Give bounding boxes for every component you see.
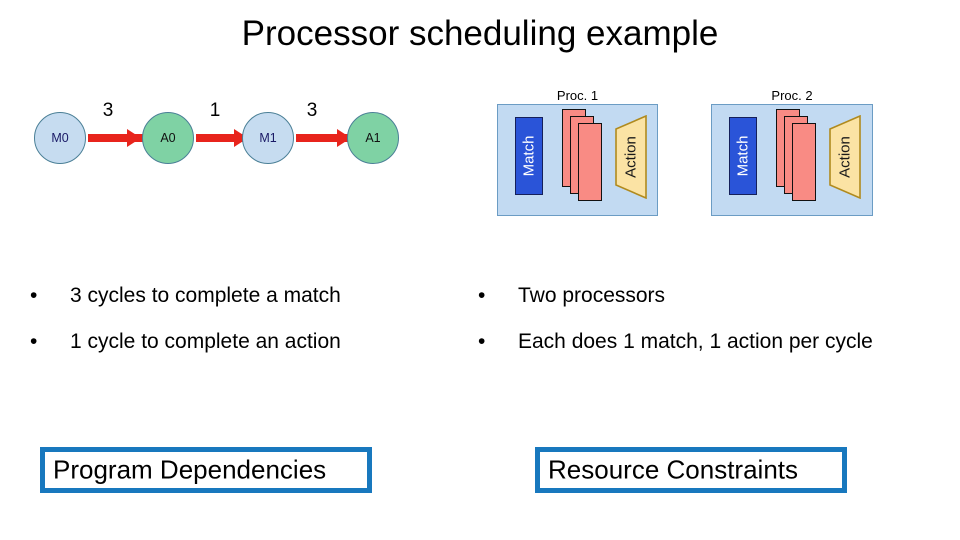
graph-edge-m1-a1 xyxy=(296,134,352,142)
processor-1-box[interactable]: Match Action xyxy=(497,104,658,216)
list-item: • 1 cycle to complete an action xyxy=(30,331,470,352)
document-icon xyxy=(578,123,602,201)
graph-node-label: M0 xyxy=(51,131,69,145)
processor-1-action-block[interactable]: Action xyxy=(615,115,647,199)
document-icon xyxy=(792,123,816,201)
processor-2-box[interactable]: Match Action xyxy=(711,104,873,216)
list-item-label: 3 cycles to complete a match xyxy=(70,284,341,307)
page-title: Processor scheduling example xyxy=(241,14,719,53)
graph-edge-label-m1-a1: 3 xyxy=(306,100,318,121)
graph-node-m0[interactable]: M0 xyxy=(34,112,86,164)
graph-node-a0[interactable]: A0 xyxy=(142,112,194,164)
left-bullet-list: • 3 cycles to complete a match • 1 cycle… xyxy=(30,285,470,352)
processor-1-action-label: Action xyxy=(622,136,640,178)
processor-1-caption: Proc. 1 xyxy=(556,88,599,103)
processor-1-match-block[interactable]: Match xyxy=(515,117,543,195)
graph-node-label: A1 xyxy=(365,131,381,145)
callout-label: Program Dependencies xyxy=(53,454,327,485)
processor-1-match-label: Match xyxy=(520,135,538,177)
graph-edge-label-a0-m1: 1 xyxy=(209,100,221,121)
callout-program-dependencies[interactable]: Program Dependencies xyxy=(40,447,372,493)
list-item: • Two processors xyxy=(478,285,960,306)
processor-2-match-label: Match xyxy=(734,135,752,177)
graph-node-label: A0 xyxy=(160,131,176,145)
right-bullet-list: • Two processors • Each does 1 match, 1 … xyxy=(478,285,960,352)
bullet-marker: • xyxy=(478,330,486,353)
graph-node-m1[interactable]: M1 xyxy=(242,112,294,164)
list-item-label: Two processors xyxy=(518,284,666,307)
list-item: • Each does 1 match, 1 action per cycle xyxy=(478,331,960,352)
list-item-label: Each does 1 match, 1 action per cycle xyxy=(518,330,873,353)
bullet-marker: • xyxy=(30,284,38,307)
bullet-marker: • xyxy=(30,330,38,353)
graph-edge-m0-a0 xyxy=(88,134,144,142)
graph-edge-a0-m1 xyxy=(196,134,252,142)
bullet-marker: • xyxy=(478,284,486,307)
list-item-label: 1 cycle to complete an action xyxy=(70,330,341,353)
processor-2-action-label: Action xyxy=(836,136,854,178)
trapezoid-icon xyxy=(829,115,861,199)
graph-node-label: M1 xyxy=(259,131,277,145)
graph-edge-arrowhead-m0-a0 xyxy=(127,129,141,147)
processor-2-match-block[interactable]: Match xyxy=(729,117,757,195)
graph-edge-label-m0-a0: 3 xyxy=(102,100,114,121)
callout-resource-constraints[interactable]: Resource Constraints xyxy=(535,447,847,493)
trapezoid-icon xyxy=(615,115,647,199)
list-item: • 3 cycles to complete a match xyxy=(30,285,470,306)
graph-node-a1[interactable]: A1 xyxy=(347,112,399,164)
processor-2-action-block[interactable]: Action xyxy=(829,115,861,199)
processor-2-caption: Proc. 2 xyxy=(771,88,813,103)
callout-label: Resource Constraints xyxy=(548,454,798,485)
